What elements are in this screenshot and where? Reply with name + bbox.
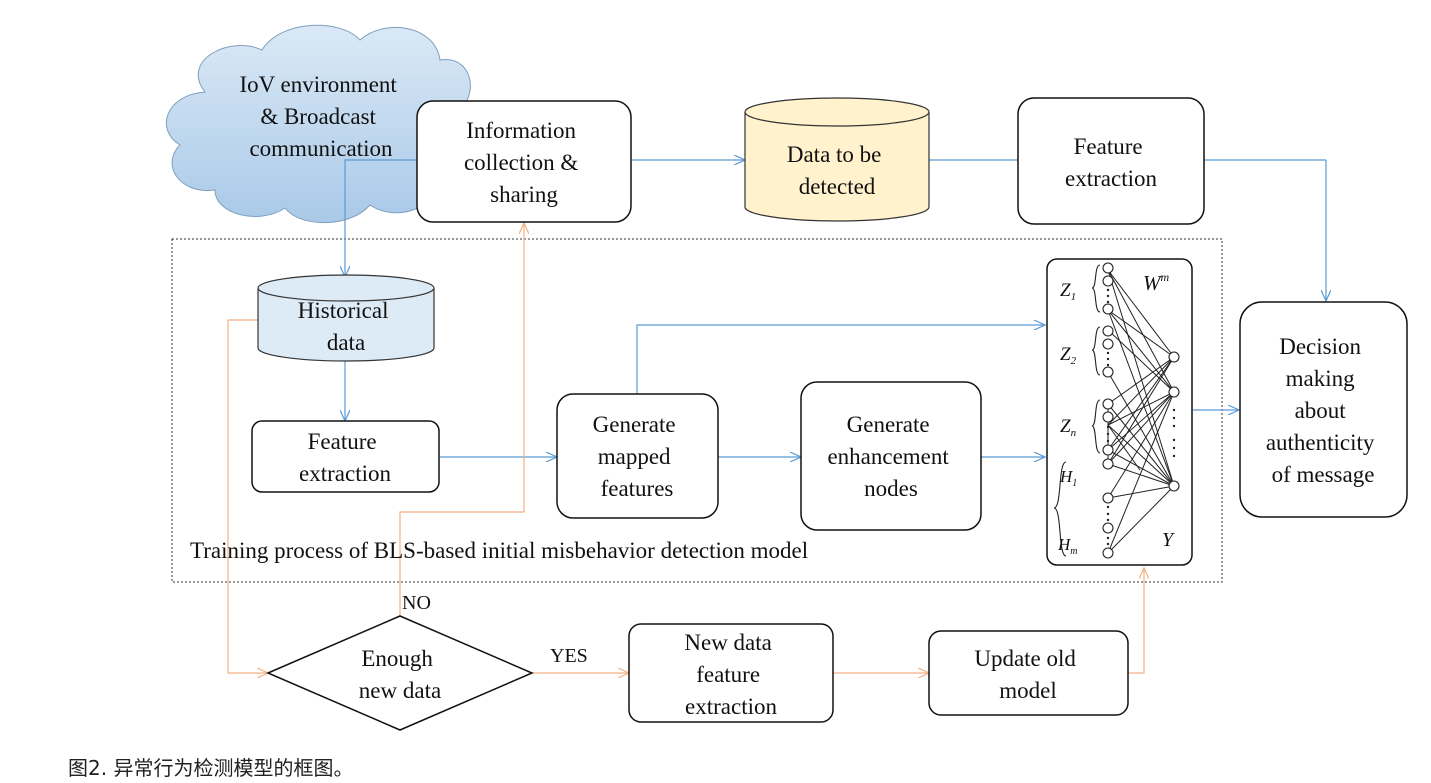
cloud-label: IoV environment & Broadcast communicatio…: [239, 72, 402, 161]
new-data-feature-label: New data feature extraction: [684, 630, 777, 719]
update-model-label: Update old model: [974, 646, 1081, 703]
svg-text:H1: H1: [1059, 467, 1077, 489]
bls-network-edges: [1107, 269, 1175, 554]
feature-extraction-inner-label: Feature extraction: [299, 429, 391, 486]
bls-network-braces: [1053, 264, 1101, 557]
historical-data-cylinder: [257, 274, 435, 362]
generate-enhancement-box: [800, 381, 982, 531]
enough-data-diamond: [266, 615, 534, 731]
svg-text:Hm: Hm: [1057, 535, 1078, 557]
info-collection-box: [416, 100, 632, 223]
generate-mapped-label: Generate mapped features: [593, 412, 682, 501]
decision-label: Decision making about authenticity of me…: [1266, 334, 1380, 487]
no-label: NO: [402, 592, 431, 614]
enough-data-label: Enough new data: [359, 646, 441, 703]
update-model-box: [928, 630, 1129, 716]
training-region-label: Training process of BLS-based initial mi…: [190, 538, 808, 563]
data-to-detect-cylinder: [744, 97, 930, 222]
svg-text:Z2: Z2: [1060, 344, 1077, 367]
info-collection-label: Information collection & sharing: [464, 118, 584, 207]
generate-enhancement-label: Generate enhancement nodes: [827, 412, 954, 501]
feature-extraction-top-box: [1017, 97, 1205, 225]
generate-mapped-box: [556, 393, 719, 519]
feature-extraction-top-label: Feature extraction: [1065, 134, 1157, 191]
bls-network-box: [1046, 258, 1193, 566]
svg-text:Wm: Wm: [1143, 270, 1170, 295]
data-to-detect-label: Data to be detected: [787, 142, 887, 199]
orange-connectors: [227, 223, 1144, 673]
figure-caption: 图2. 异常行为检测模型的框图。: [68, 756, 354, 780]
bls-network-dots: [1106, 288, 1176, 546]
decision-box: [1239, 301, 1408, 518]
feature-extraction-inner-box: [251, 420, 440, 493]
bls-network-nodes: [1102, 262, 1180, 559]
new-data-feature-box: [628, 623, 834, 723]
yes-label: YES: [550, 645, 588, 667]
bls-network-labels: Z1 Z2 Zn H1 Hm Wm Y: [1057, 270, 1175, 557]
svg-text:Z1: Z1: [1060, 280, 1076, 303]
svg-text:Zn: Zn: [1060, 416, 1077, 439]
historical-data-label: Historical data: [298, 298, 394, 355]
svg-text:Y: Y: [1162, 529, 1175, 551]
